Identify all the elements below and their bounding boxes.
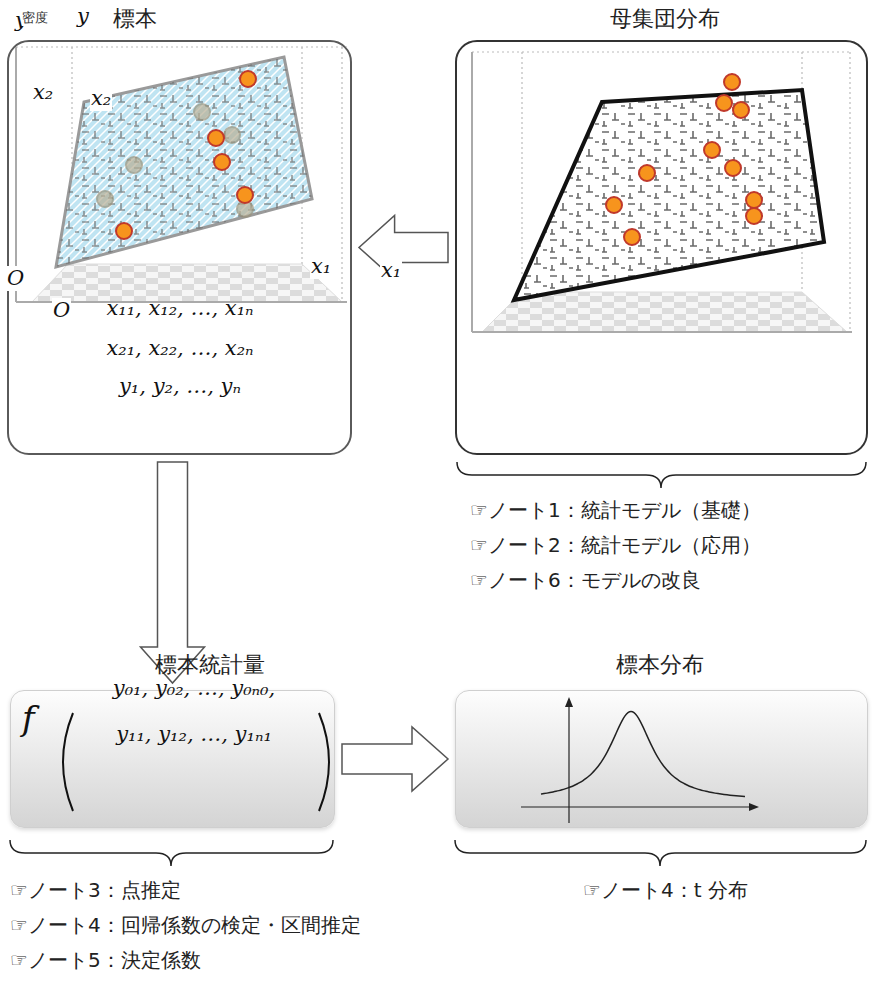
formula-text: f <box>22 698 35 739</box>
note-reference: ☞ノート1：統計モデル（基礎） <box>470 498 761 522</box>
data-point <box>126 157 142 173</box>
data-point <box>704 142 720 158</box>
value-axis <box>521 806 753 807</box>
axis-label: x₂ <box>32 80 54 105</box>
data-point <box>746 192 762 208</box>
panel-heading: 標本分布 <box>616 652 704 678</box>
illustration <box>11 691 336 829</box>
illustration <box>457 42 870 457</box>
data-point <box>724 74 740 90</box>
block-arrow <box>359 216 448 280</box>
box-outline <box>455 40 868 455</box>
x1-axis <box>472 331 852 333</box>
data-point <box>725 160 741 176</box>
data-point <box>208 130 224 146</box>
panel-box: 母集団分布 <box>455 6 868 455</box>
result-box: 標本分布 <box>455 652 868 828</box>
panel-heading: 標本 <box>113 6 157 32</box>
block-arrow <box>342 727 448 791</box>
data-point <box>240 71 256 87</box>
note-reference: ☞ノート4：t 分布 <box>583 878 748 902</box>
guide-line <box>472 51 852 52</box>
axis-label: 密度 <box>22 10 48 26</box>
panel-box: 標本 x₁₁, x₁₂, …, x₁ₙ x₂₁, x₂₂, …, x₂ₙ y₁, y₂… <box>7 6 352 455</box>
formula-text: y₁₁, y₁₂, …, y₁ₙ₁ <box>116 722 272 747</box>
note-reference: ☞ノート3：点推定 <box>10 878 181 902</box>
t-distribution-curve <box>541 711 745 796</box>
note-reference: ☞ノート5：決定係数 <box>10 948 201 972</box>
right-parenthesis <box>319 713 329 811</box>
axis-label: x₁ <box>310 254 332 279</box>
data-point <box>606 197 622 213</box>
box-outline <box>455 690 868 828</box>
axis-label: y <box>76 4 90 29</box>
data-point <box>237 187 253 203</box>
regression-plane <box>56 57 312 267</box>
data-point <box>624 229 640 245</box>
guide-line <box>521 52 522 292</box>
box-outline <box>10 690 335 828</box>
left-parenthesis <box>63 713 73 811</box>
curly-brace <box>10 840 333 866</box>
axis-label: O <box>52 298 71 323</box>
data-point <box>224 127 240 143</box>
data-point <box>639 165 655 181</box>
data-point <box>214 154 230 170</box>
data-point <box>97 191 113 207</box>
illustration <box>456 691 869 829</box>
block-arrow <box>141 462 205 683</box>
note-reference: ☞ノート2：統計モデル（応用） <box>470 533 761 557</box>
data-point <box>194 104 210 120</box>
note-reference: ☞ノート6：モデルの改良 <box>470 568 701 592</box>
formula-text: y₁, y₂, …, yₙ <box>119 374 241 399</box>
data-point <box>716 95 732 111</box>
panel-heading: 標本統計量 <box>155 652 265 678</box>
formula-text: x₂₁, x₂₂, …, x₂ₙ <box>106 336 253 361</box>
density-axis <box>568 701 569 823</box>
result-box: 標本統計量 f y₀₁, y₀₂, …, y₀ₙ₀, y₁₁, y₁₂, …, y₁ₙ… <box>10 652 335 828</box>
y-axis <box>15 47 17 302</box>
guide-line <box>849 52 850 332</box>
y-axis <box>471 52 473 332</box>
floor-grid <box>482 292 847 332</box>
panel-heading: 母集団分布 <box>610 6 720 32</box>
axis-label: x₂ <box>90 86 112 111</box>
curly-brace <box>457 462 866 488</box>
axis-arrowhead <box>565 697 573 707</box>
guide-line <box>341 47 342 302</box>
axis-label: x₁ <box>380 258 402 283</box>
data-point <box>733 102 749 118</box>
curly-brace <box>455 840 866 866</box>
guide-line <box>16 46 347 47</box>
density-plane <box>514 90 824 300</box>
density-plane-outline <box>514 90 824 300</box>
note-reference: ☞ノート4：回帰係数の検定・区間推定 <box>10 913 361 937</box>
data-point <box>746 208 762 224</box>
axis-arrowhead <box>749 803 759 811</box>
formula-text: y₀₁, y₀₂, …, y₀ₙ₀, <box>113 676 275 701</box>
data-point <box>116 223 132 239</box>
axis-label: O <box>6 266 25 291</box>
plane-texture <box>56 57 312 267</box>
formula-text: x₁₁, x₁₂, …, x₁ₙ <box>106 296 253 321</box>
